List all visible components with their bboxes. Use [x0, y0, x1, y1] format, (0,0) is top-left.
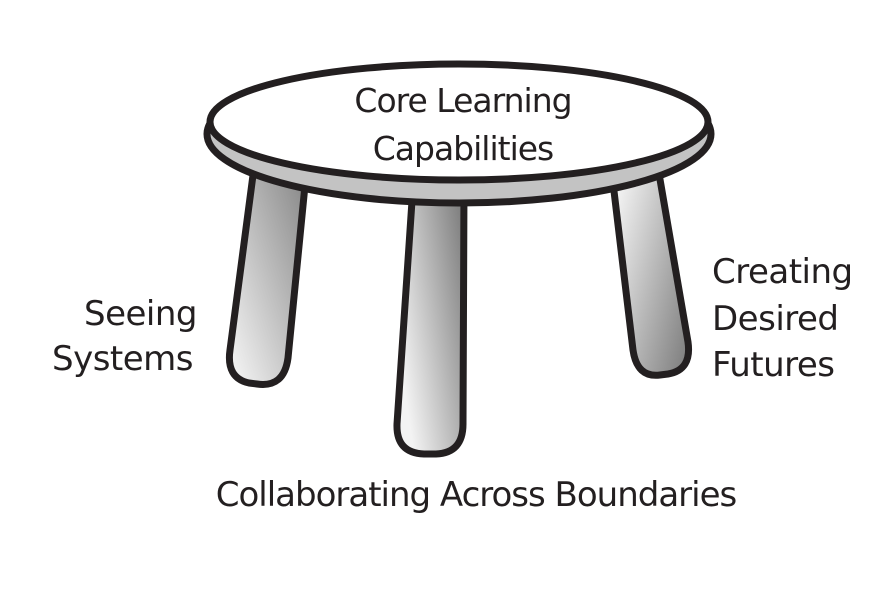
seat-title-line1: Core Learning: [354, 81, 571, 120]
stool-leg-left: [225, 156, 311, 388]
right-leg-label-line3: Futures: [712, 345, 835, 385]
stool-leg-right: [607, 158, 693, 379]
stool-seat-top: [206, 60, 712, 184]
base-label: Collaborating Across Boundaries: [216, 475, 737, 515]
right-leg-label-line1: Creating: [712, 252, 853, 292]
left-leg-label-line1: Seeing: [84, 294, 197, 334]
right-leg-label-line2: Desired: [712, 299, 839, 339]
stool-leg-center: [393, 182, 468, 458]
left-leg-label-line2: Systems: [52, 339, 193, 379]
seat-title-line2: Capabilities: [373, 129, 554, 168]
